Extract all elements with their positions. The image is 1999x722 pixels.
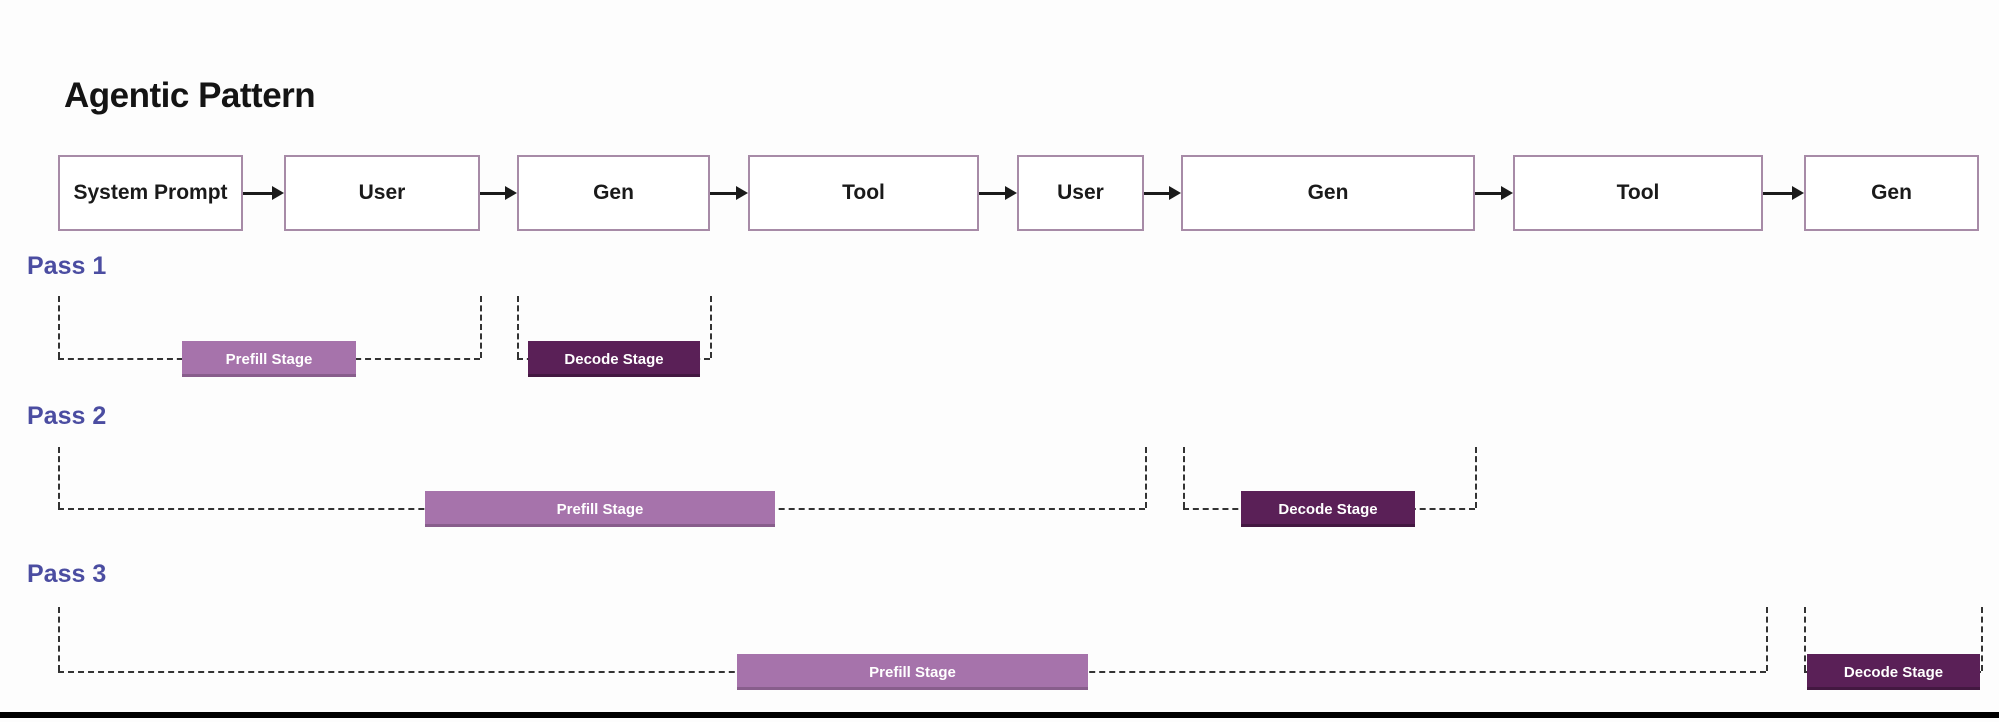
flow-arrow-head xyxy=(505,186,517,200)
flow-box-tool: Tool xyxy=(748,155,979,231)
stage-prefill-box: Prefill Stage xyxy=(737,654,1088,690)
flow-arrow-head xyxy=(1005,186,1017,200)
bracket-guide xyxy=(1145,447,1147,508)
page-title: Agentic Pattern xyxy=(64,76,316,115)
bracket-guide xyxy=(480,296,482,358)
bracket-guide xyxy=(1183,447,1185,508)
flow-box-gen: Gen xyxy=(1804,155,1979,231)
flow-arrow-line xyxy=(1763,191,1794,195)
bracket-guide xyxy=(1475,447,1477,508)
flow-arrow-line xyxy=(1475,191,1503,195)
flow-arrow-head xyxy=(1792,186,1804,200)
flow-arrow-line xyxy=(480,191,507,195)
bracket-guide xyxy=(517,296,519,358)
flow-arrow-head xyxy=(272,186,284,200)
flow-arrow-head xyxy=(736,186,748,200)
bracket-guide xyxy=(1766,607,1768,671)
bracket-guide xyxy=(58,447,60,508)
flow-arrow-line xyxy=(243,191,274,195)
flow-arrow-line xyxy=(1144,191,1171,195)
flow-box-gen: Gen xyxy=(517,155,710,231)
pass-label-2: Pass 2 xyxy=(27,402,107,430)
stage-decode-box: Decode Stage xyxy=(1241,491,1415,527)
stage-prefill-box: Prefill Stage xyxy=(182,341,356,377)
flow-box-user: User xyxy=(1017,155,1144,231)
stage-decode-box: Decode Stage xyxy=(1807,654,1980,690)
bracket-guide xyxy=(1981,607,1983,671)
flow-arrow-head xyxy=(1169,186,1181,200)
flow-arrow-line xyxy=(979,191,1007,195)
flow-box-gen: Gen xyxy=(1181,155,1475,231)
bottom-bar xyxy=(0,712,1999,718)
flow-box-system-prompt: System Prompt xyxy=(58,155,243,231)
bracket-guide xyxy=(58,296,60,358)
flow-box-tool: Tool xyxy=(1513,155,1763,231)
bracket-guide xyxy=(710,296,712,358)
pass-label-3: Pass 3 xyxy=(27,560,107,588)
stage-prefill-box: Prefill Stage xyxy=(425,491,775,527)
flow-arrow-head xyxy=(1501,186,1513,200)
stage-decode-box: Decode Stage xyxy=(528,341,700,377)
bracket-guide xyxy=(1804,607,1806,671)
bracket-guide xyxy=(58,607,60,671)
pass-label-1: Pass 1 xyxy=(27,252,107,280)
flow-arrow-line xyxy=(710,191,738,195)
flow-box-user: User xyxy=(284,155,480,231)
